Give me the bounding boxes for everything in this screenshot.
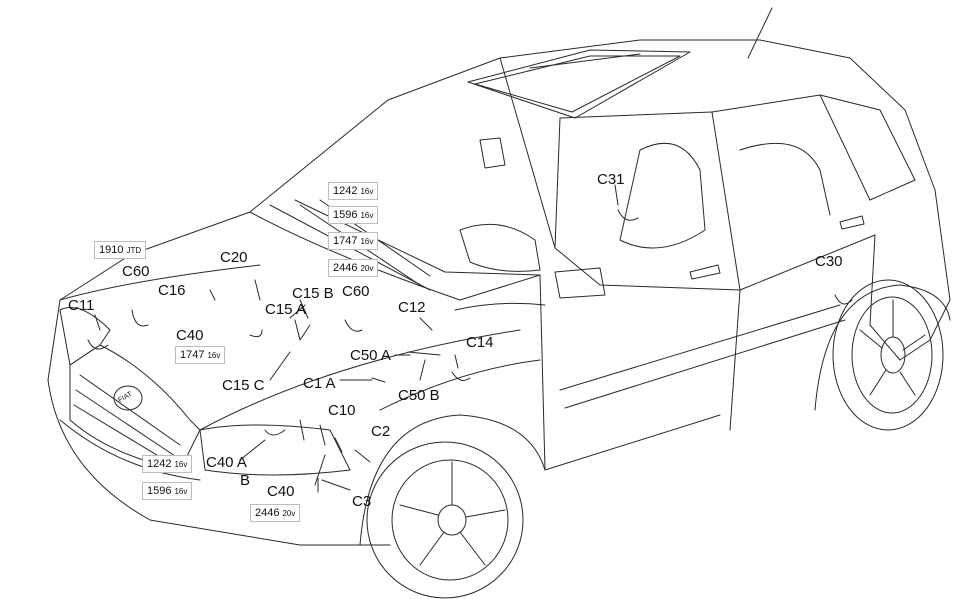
- connector-label-c15c: C15 C: [222, 377, 265, 394]
- connector-label-c1a: C1 A: [303, 375, 336, 392]
- connector-label-c2: C2: [371, 423, 391, 440]
- connector-label-c60-mid: C60: [342, 283, 370, 300]
- connector-label-c50b: C50 B: [398, 387, 440, 404]
- connector-label-c20: C20: [220, 249, 248, 266]
- connector-label-c31: C31: [597, 171, 625, 188]
- connector-label-c10: C10: [328, 402, 356, 419]
- connector-label-c3: C3: [352, 493, 372, 510]
- connector-label-c15a: C15 A: [265, 301, 306, 318]
- connector-label-c40-bottom: C40: [267, 483, 295, 500]
- connector-label-c12: C12: [398, 299, 426, 316]
- connector-label-c16: C16: [158, 282, 186, 299]
- connector-label-c11: C11: [68, 297, 95, 314]
- connector-label-c15b: C15 B: [292, 285, 334, 302]
- connector-label-b: B: [240, 472, 251, 489]
- connector-label-c40-top: C40: [176, 327, 204, 344]
- connector-label-c30: C30: [815, 253, 843, 270]
- connector-label-c60-left: C60: [122, 263, 150, 280]
- connector-label-c14: C14: [466, 334, 494, 351]
- connector-label-c40a: C40 A: [206, 454, 247, 471]
- connector-label-c50a: C50 A: [350, 347, 391, 364]
